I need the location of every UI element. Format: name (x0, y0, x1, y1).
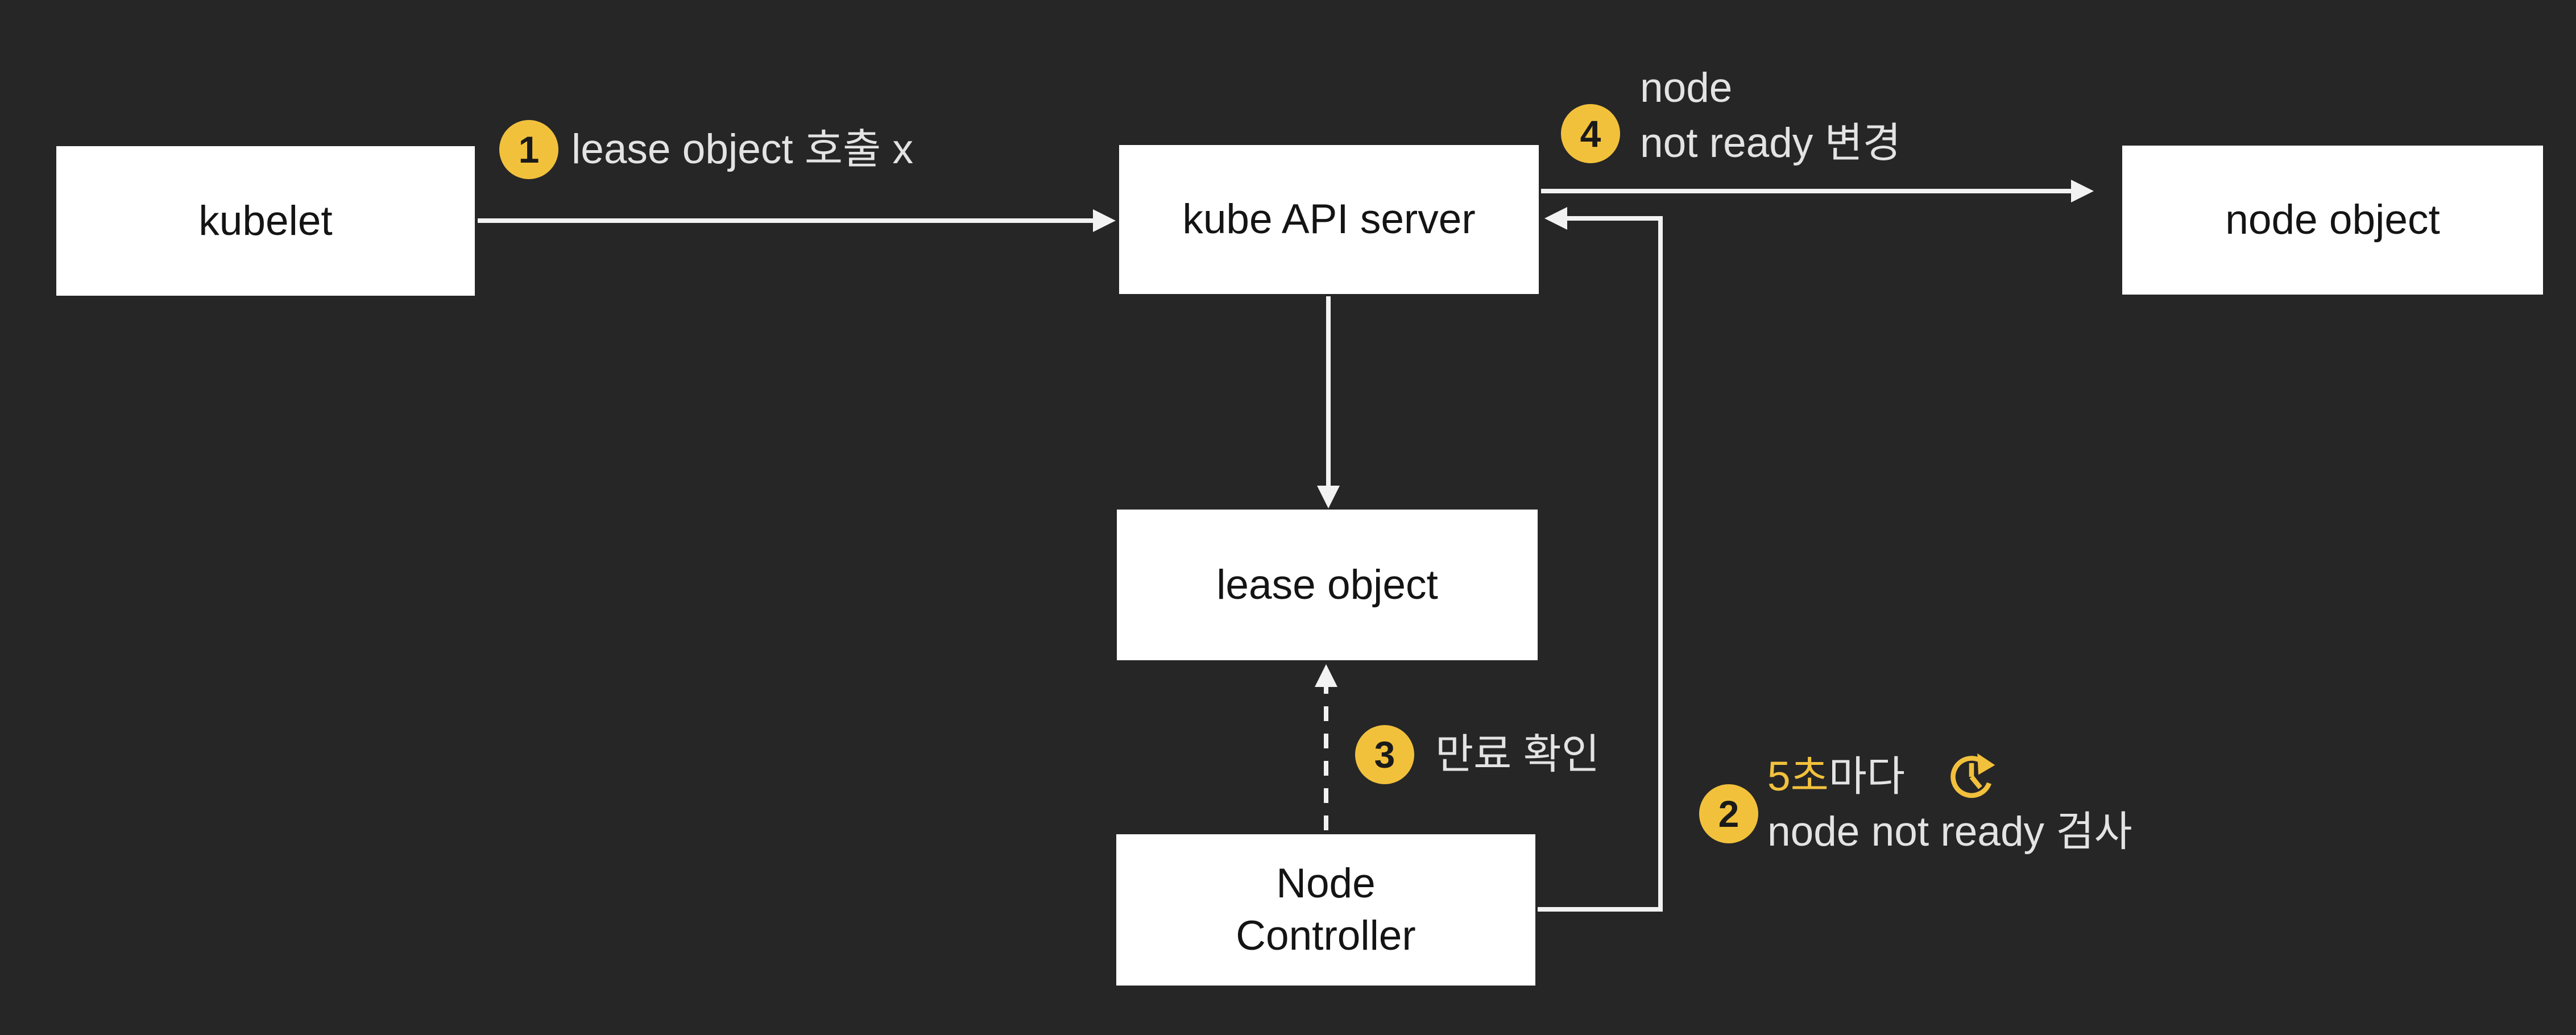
step3-text: 만료 확인 (1435, 731, 1600, 777)
step1-label: lease object 호출 x (571, 122, 913, 177)
step4-line1: node (1640, 65, 1733, 111)
step3-label: 만료 확인 (1435, 727, 1600, 782)
step2-badge: 2 (1699, 784, 1758, 843)
lease-object-label: lease object (1216, 561, 1438, 608)
step1-text: lease object 호출 x (571, 126, 913, 172)
step4-line2: not ready 변경 (1640, 120, 1901, 166)
node-controller-box: Node Controller (1116, 834, 1535, 986)
lease-object-box: lease object (1117, 510, 1538, 660)
step4-number: 4 (1580, 113, 1601, 155)
step3-badge: 3 (1355, 725, 1414, 784)
kube-api-server-box: kube API server (1119, 145, 1539, 294)
arrow-node-controller-to-api-server (1538, 207, 1663, 912)
step2-label: 5초 마다 node not ready 검사 (1767, 749, 2132, 859)
step1-badge: 1 (499, 120, 558, 179)
node-object-label: node object (2225, 197, 2440, 243)
step4-badge: 4 (1561, 104, 1620, 163)
step2-line1: 5초 마다 (1767, 749, 2132, 804)
step1-number: 1 (518, 129, 540, 171)
step2-line1-rest: 마다 (1828, 754, 1906, 800)
clock-refresh-icon (1950, 753, 1995, 798)
step3-number: 3 (1374, 734, 1395, 776)
node-controller-label: Node Controller (1236, 860, 1416, 959)
kube-api-server-label: kube API server (1182, 196, 1476, 242)
node-object-box: node object (2122, 146, 2543, 295)
step2-line2: node not ready 검사 (1767, 809, 2132, 855)
kubelet-box: kubelet (56, 146, 475, 296)
step2-line1-highlight: 5초 (1767, 754, 1829, 800)
step2-number: 2 (1718, 793, 1740, 835)
kubelet-label: kubelet (198, 197, 333, 244)
step4-label: node not ready 변경 (1640, 60, 1901, 171)
